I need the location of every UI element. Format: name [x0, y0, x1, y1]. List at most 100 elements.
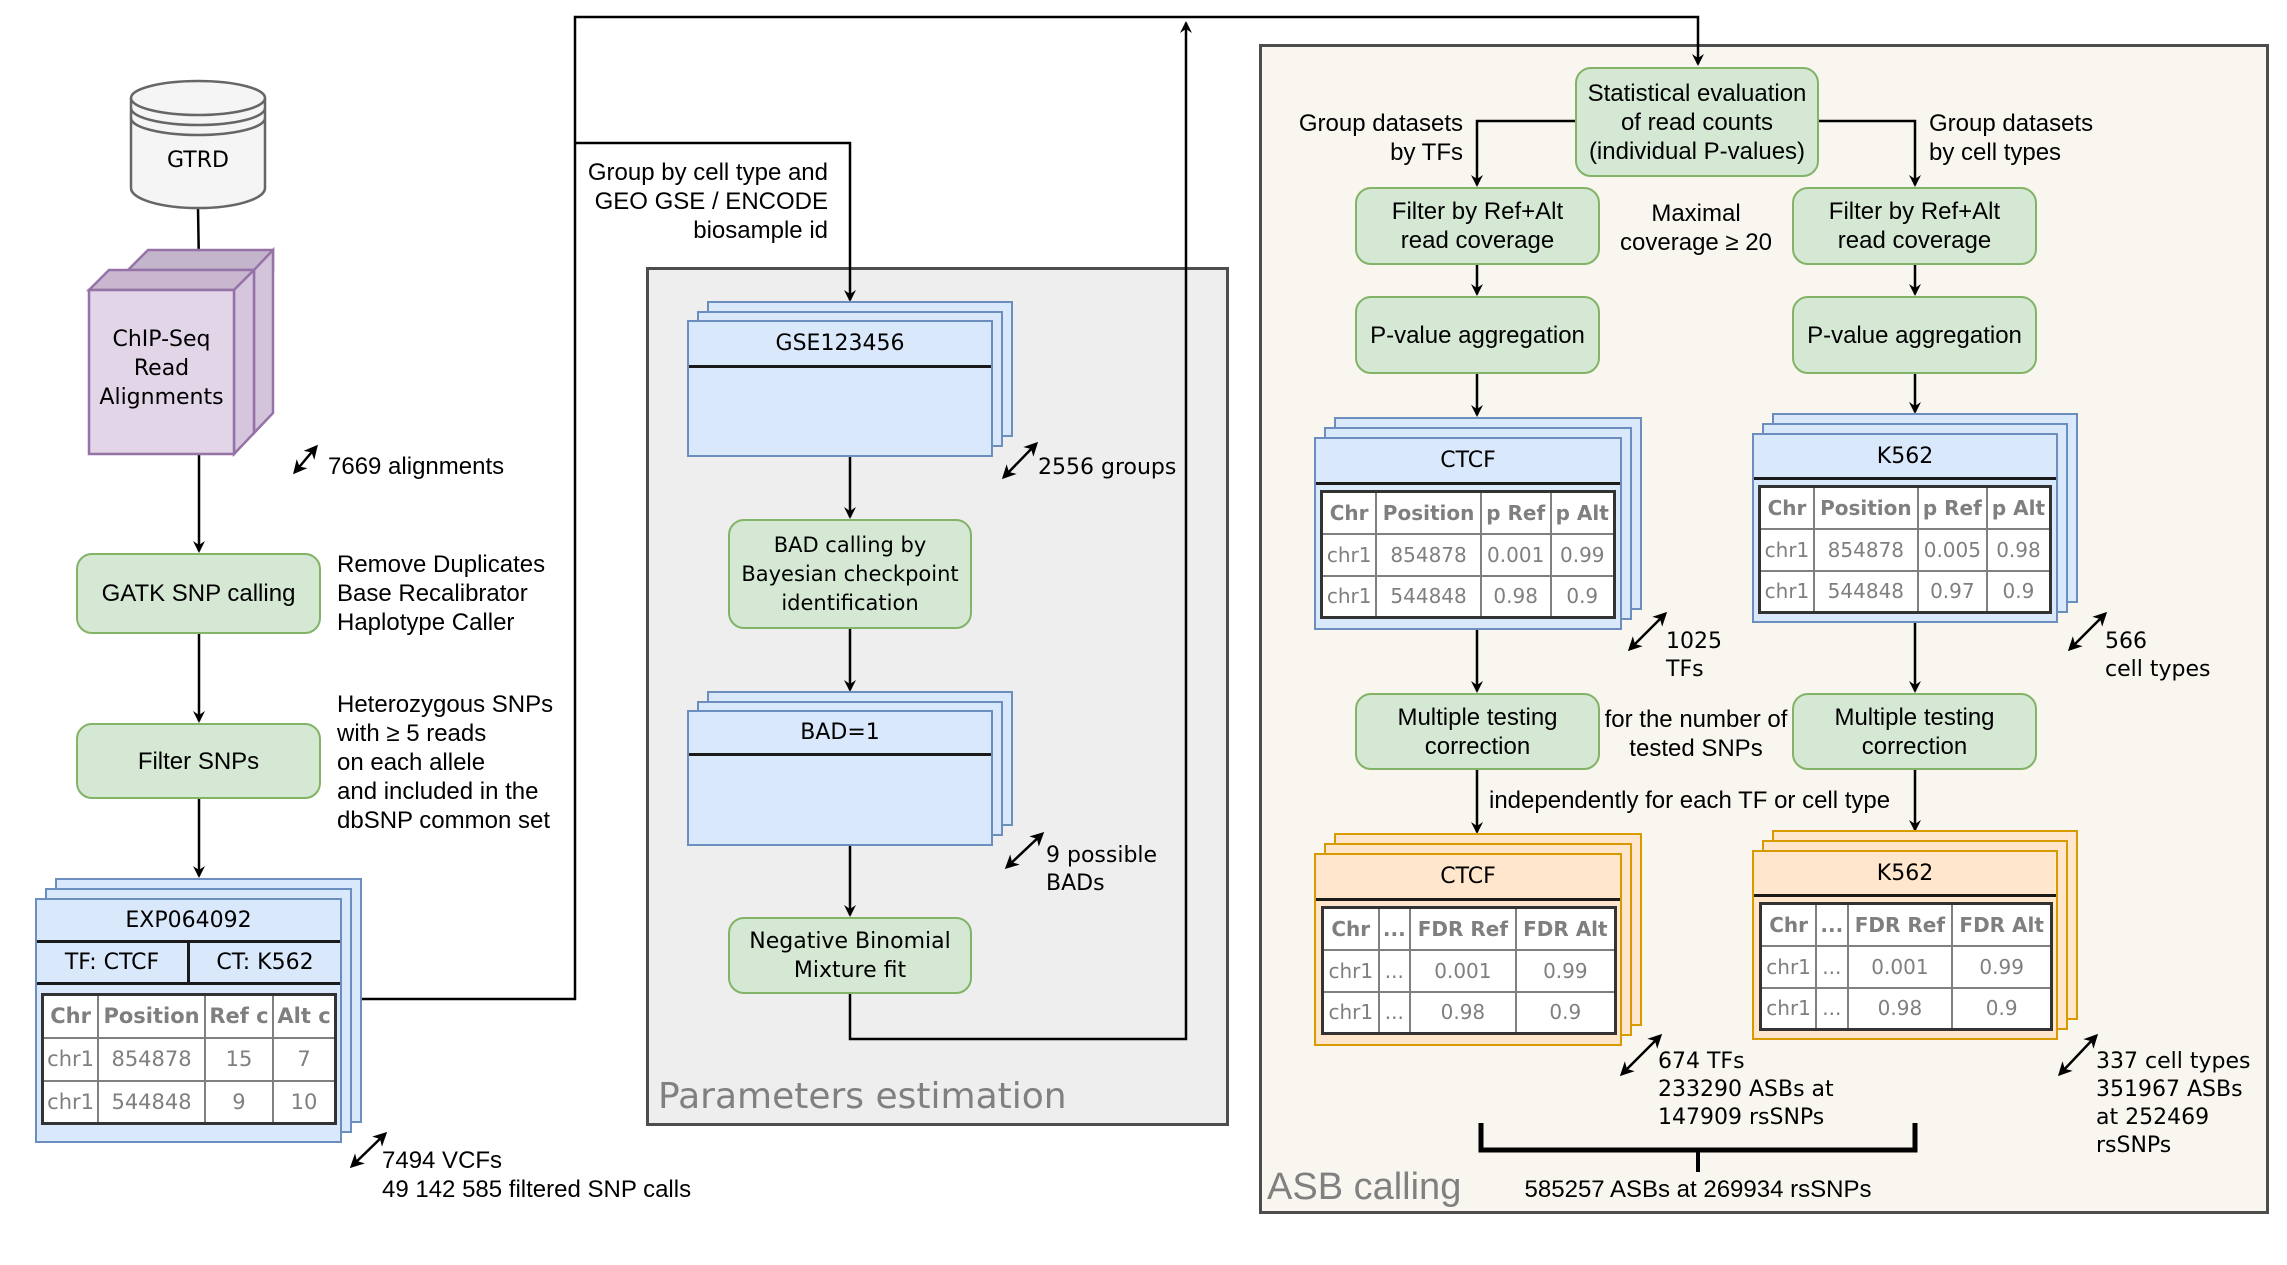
- gatk-notes: Remove Duplicates Base Recalibrator Hapl…: [337, 550, 545, 637]
- bad-calling-step[interactable]: BAD calling by Bayesian checkpoint ident…: [728, 519, 972, 629]
- vcf-card[interactable]: EXP064092 TF: CTCF CT: K562 Chr Position…: [35, 898, 342, 1143]
- vcf-card-tf: TF: CTCF: [37, 942, 190, 982]
- table-cell: 854878: [1375, 532, 1482, 577]
- tf-fdr-card[interactable]: CTCF Chr ... FDR Ref FDR Alt chr1 ... 0.…: [1314, 853, 1622, 1046]
- filter-coverage-tf-step[interactable]: Filter by Ref+Alt read coverage: [1355, 187, 1600, 265]
- table-row: chr1 854878 0.001 0.99: [1320, 532, 1616, 577]
- ct-count-line: 566: [2105, 629, 2147, 654]
- filter-snps-step[interactable]: Filter SNPs: [76, 723, 321, 799]
- group-card[interactable]: GSE123456: [687, 320, 993, 457]
- pvalue-aggregation-ct-step[interactable]: P-value aggregation: [1792, 296, 2037, 374]
- ct-fdr-card-title: K562: [1754, 852, 2056, 897]
- table-cell: chr1: [1759, 986, 1818, 1031]
- table-cell: 0.9: [1514, 990, 1617, 1035]
- column-header: Chr: [41, 993, 100, 1039]
- table-cell: ...: [1377, 948, 1412, 993]
- column-header: p Alt: [1549, 490, 1616, 535]
- multiple-testing-tf-step[interactable]: Multiple testing correction: [1355, 693, 1600, 770]
- bad-count-line: BADs: [1046, 871, 1105, 896]
- total-asb-count: 585257 ASBs at 269934 rsSNPs: [1524, 1176, 1872, 1203]
- filter-coverage-label: read coverage: [1837, 227, 1992, 254]
- group-count: 2556 groups: [1038, 455, 1177, 480]
- table-cell: 544848: [97, 1079, 206, 1125]
- table-cell: 0.9: [1985, 569, 2052, 614]
- asb-ct-count: 337 cell types 351967 ASBs at 252469 rsS…: [2096, 1048, 2250, 1160]
- filter-coverage-label: read coverage: [1400, 227, 1555, 254]
- nb-mixture-fit-step[interactable]: Negative Binomial Mixture fit: [728, 917, 972, 994]
- tf-count: 1025 TFs: [1666, 628, 1722, 684]
- asb-tf-count: 674 TFs 233290 ASBs at 147909 rsSNPs: [1658, 1048, 1834, 1132]
- tf-fdr-card-title: CTCF: [1316, 855, 1620, 901]
- column-header: Chr: [1758, 485, 1815, 530]
- column-header: FDR Ref: [1846, 902, 1954, 947]
- bad-card-title: BAD=1: [689, 712, 991, 756]
- mtc-note-line: for the number of: [1604, 706, 1788, 733]
- vcf-count: 7494 VCFs 49 142 585 filtered SNP calls: [382, 1146, 691, 1204]
- mtc-label: correction: [1424, 732, 1531, 760]
- ct-count-line: cell types: [2105, 657, 2211, 682]
- count-arrow-vcfs: [349, 1131, 388, 1169]
- table-cell: 0.9: [1549, 574, 1616, 619]
- table-cell: 0.98: [1985, 527, 2052, 572]
- gatk-note: Base Recalibrator: [337, 580, 528, 607]
- filter-note: dbSNP common set: [337, 807, 550, 834]
- filter-note: on each allele: [337, 749, 486, 776]
- filter-coverage-ct-step[interactable]: Filter by Ref+Alt read coverage: [1792, 187, 2037, 265]
- table-cell: 0.005: [1916, 527, 1988, 572]
- pvalue-aggregation-label: P-value aggregation: [1807, 321, 2022, 349]
- ct-pvalue-table: Chr Position p Ref p Alt chr1 854878 0.0…: [1758, 485, 2052, 614]
- ct-pvalue-card[interactable]: K562 Chr Position p Ref p Alt chr1 85487…: [1752, 433, 2058, 623]
- bad-card[interactable]: BAD=1: [687, 710, 993, 846]
- column-header: p Ref: [1916, 485, 1988, 530]
- ct-fdr-card[interactable]: K562 Chr ... FDR Ref FDR Alt chr1 ... 0.…: [1752, 850, 2058, 1040]
- multiple-testing-ct-step[interactable]: Multiple testing correction: [1792, 693, 2037, 770]
- pvalue-aggregation-tf-step[interactable]: P-value aggregation: [1355, 296, 1600, 374]
- group-by-tf-note: Group datasets by TFs: [1263, 109, 1463, 167]
- filter-note: with ≥ 5 reads: [337, 720, 487, 747]
- table-row: chr1 ... 0.001 0.99: [1759, 944, 2053, 989]
- table-row: chr1 ... 0.98 0.9: [1321, 990, 1617, 1035]
- group-ct-line: Group datasets: [1929, 110, 2094, 137]
- independent-note: independently for each TF or cell type: [1489, 787, 1891, 814]
- table-cell: 0.001: [1479, 532, 1552, 577]
- mtc-label: Multiple testing: [1397, 703, 1558, 731]
- filter-coverage-label: Filter by Ref+Alt: [1391, 198, 1564, 225]
- bad-calling-label: Bayesian checkpoint: [741, 561, 959, 586]
- gatk-snp-calling-step[interactable]: GATK SNP calling: [76, 553, 321, 634]
- filter-note: Heterozygous SNPs: [337, 691, 554, 718]
- statistical-evaluation-step[interactable]: Statistical evaluation of read counts (i…: [1575, 67, 1819, 177]
- tf-pvalue-card[interactable]: CTCF Chr Position p Ref p Alt chr1 85487…: [1314, 437, 1622, 630]
- table-cell: chr1: [41, 1079, 100, 1125]
- tf-count-line: 1025: [1666, 629, 1722, 654]
- table-cell: 0.98: [1409, 990, 1517, 1035]
- table-row: chr1 544848 9 10: [41, 1079, 337, 1125]
- table-cell: chr1: [1321, 948, 1380, 993]
- tf-fdr-table: Chr ... FDR Ref FDR Alt chr1 ... 0.001 0…: [1321, 906, 1617, 1035]
- vcf-card-meta: TF: CTCF CT: K562: [37, 942, 340, 985]
- column-header: Chr: [1759, 902, 1818, 947]
- vcf-count-line: 7494 VCFs: [382, 1147, 503, 1174]
- filter-note: and included in the: [337, 778, 539, 805]
- table-cell: 15: [203, 1036, 275, 1082]
- bad-count: 9 possible BADs: [1046, 842, 1157, 898]
- table-cell: 0.99: [1514, 948, 1617, 993]
- asb-tf-count-line: 674 TFs: [1658, 1049, 1745, 1074]
- table-cell: ...: [1815, 944, 1849, 989]
- asb-ct-count-line: at 252469: [2096, 1105, 2210, 1130]
- group-tf-line: Group datasets: [1298, 110, 1463, 137]
- mtc-label: Multiple testing: [1834, 703, 1995, 731]
- bad-calling-label: identification: [781, 590, 919, 615]
- table-row: chr1 ... 0.001 0.99: [1321, 948, 1617, 993]
- bad-calling-label: BAD calling by: [773, 532, 927, 557]
- column-header: p Ref: [1479, 490, 1552, 535]
- column-header: p Alt: [1985, 485, 2052, 530]
- vcf-card-ct: CT: K562: [216, 949, 314, 975]
- asb-ct-count-line: 337 cell types: [2096, 1049, 2251, 1074]
- table-cell: chr1: [1758, 569, 1815, 614]
- table-row: chr1 854878 15 7: [41, 1036, 337, 1082]
- vcf-count-line: 49 142 585 filtered SNP calls: [382, 1176, 692, 1203]
- asb-tf-count-line: 233290 ASBs at: [1658, 1077, 1834, 1102]
- nb-fit-label: Negative Binomial: [749, 928, 951, 954]
- table-cell: ...: [1377, 990, 1412, 1035]
- gatk-snp-calling-label: GATK SNP calling: [101, 580, 296, 607]
